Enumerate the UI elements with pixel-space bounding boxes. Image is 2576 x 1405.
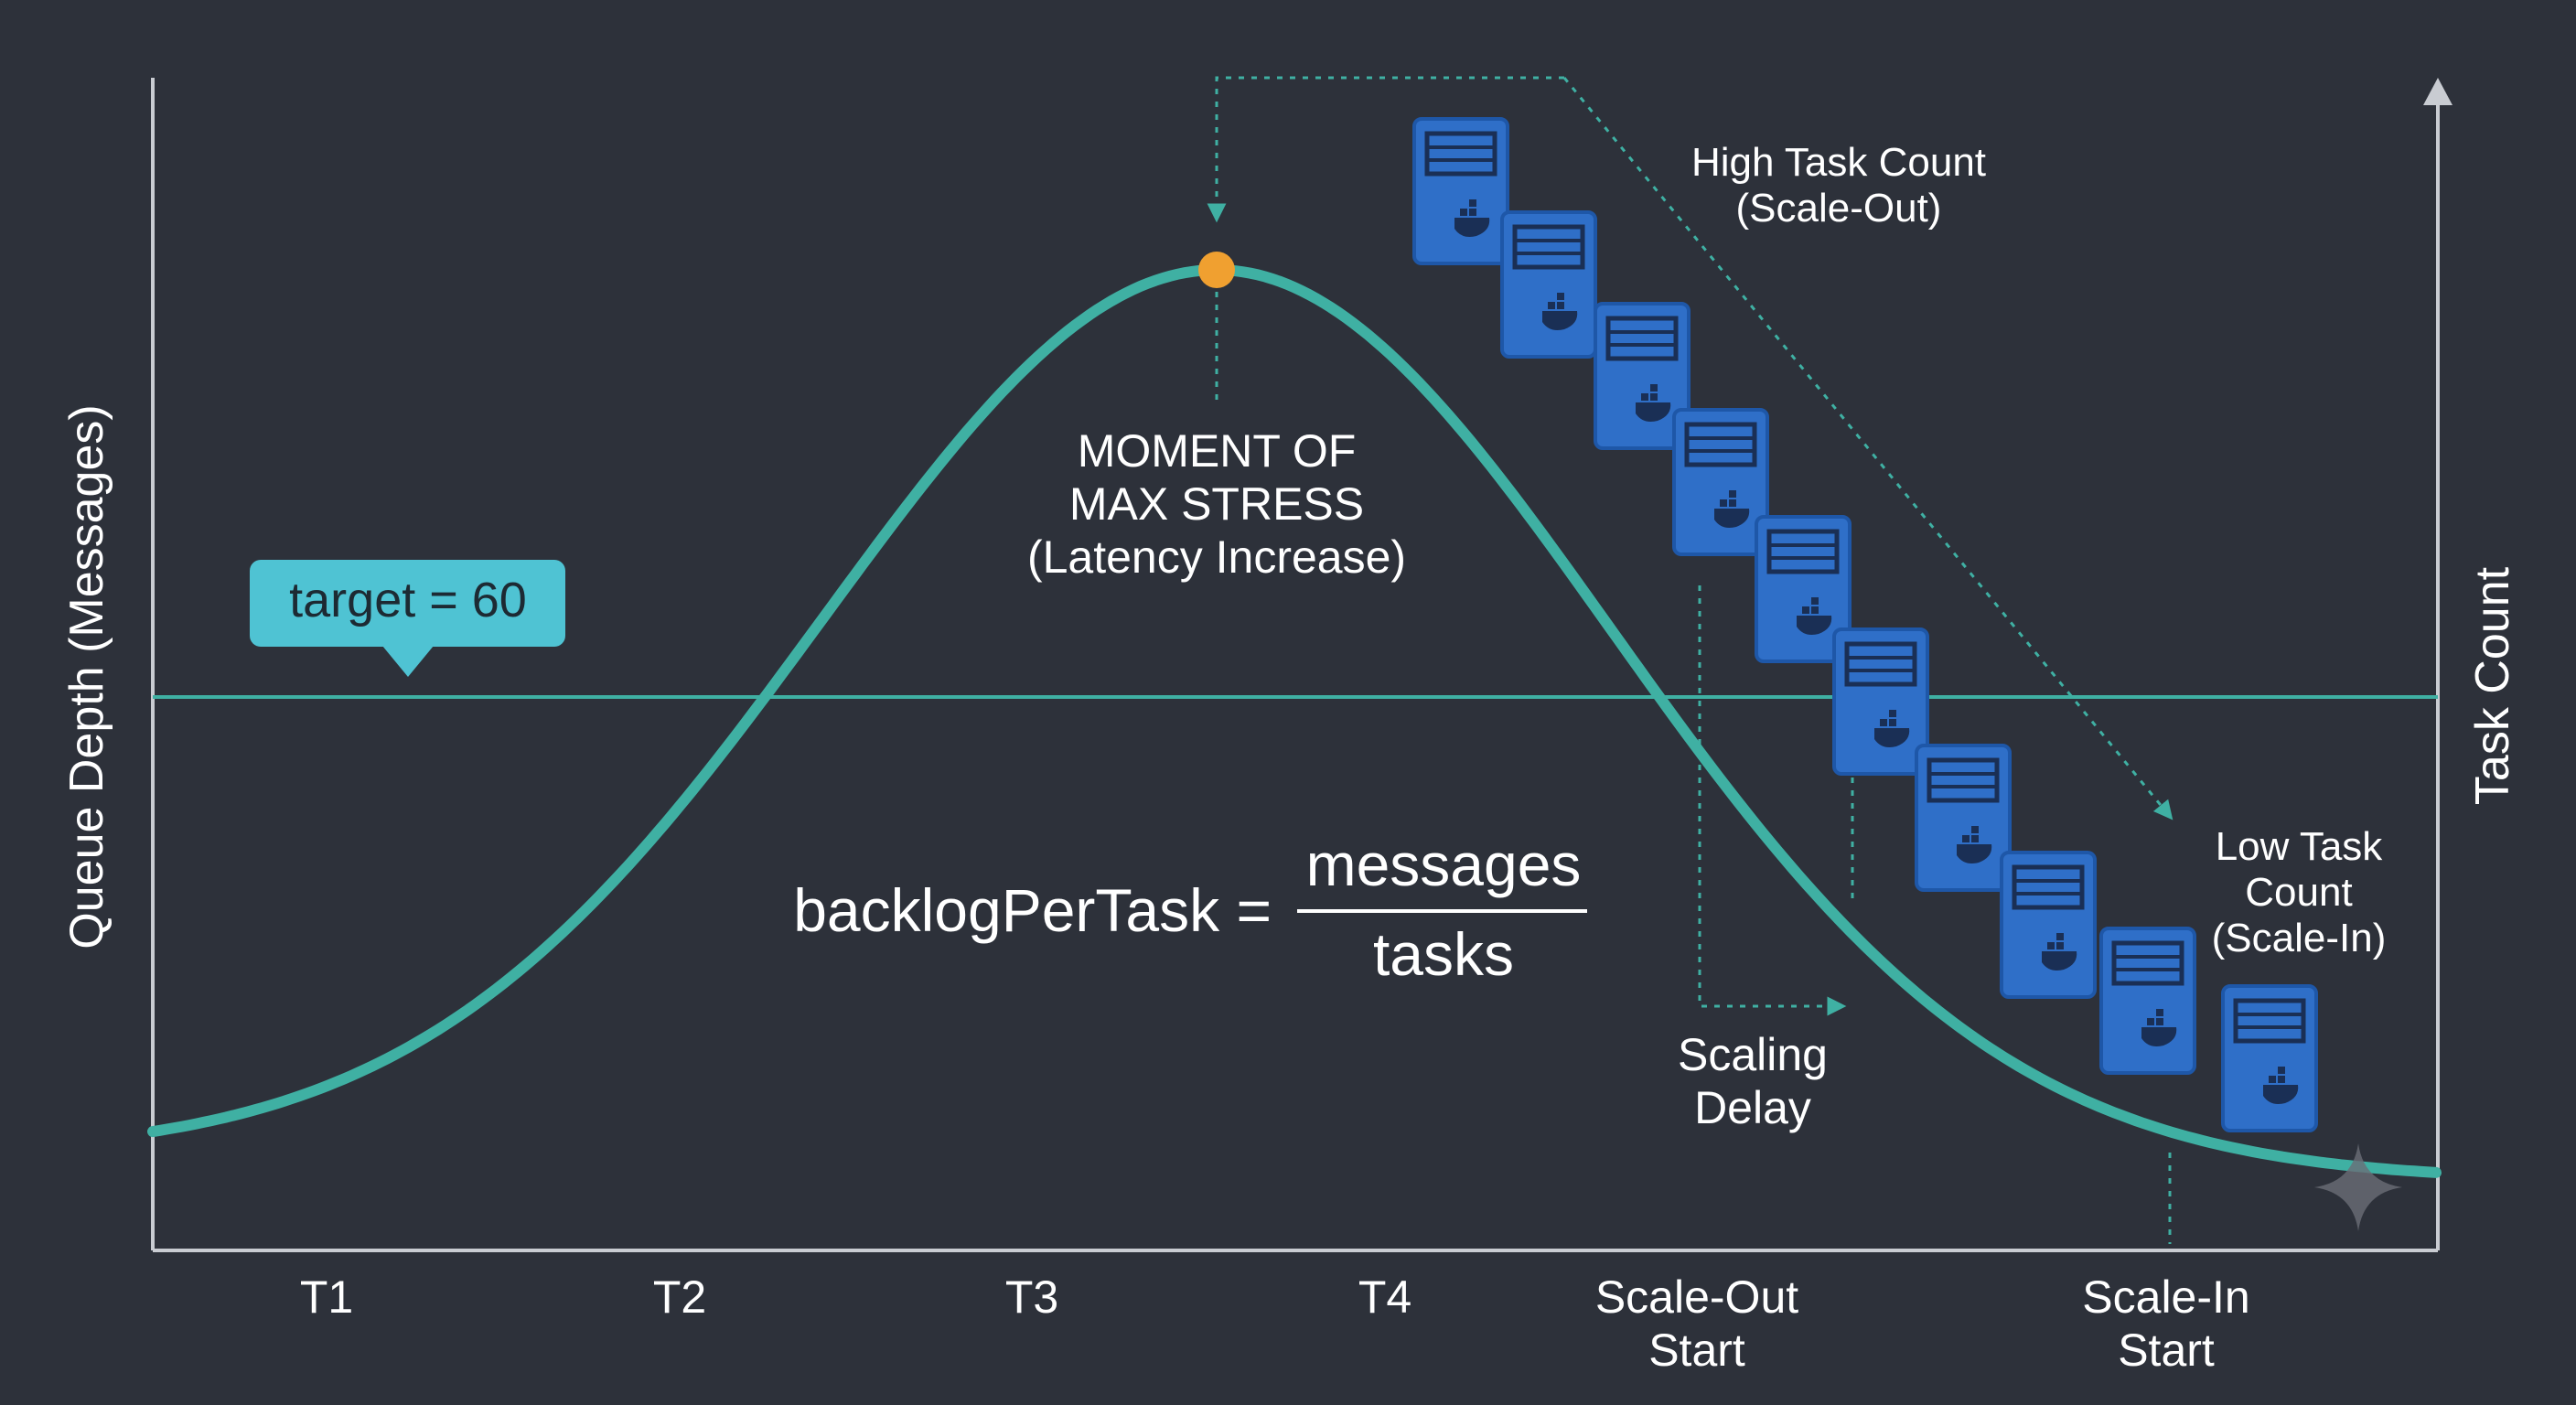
queue-depth-curve	[147, 263, 2442, 1178]
scaling-delay-arrow	[1698, 585, 1847, 1016]
peak-annotation-line-1: MOMENT OF	[1078, 425, 1357, 477]
target-badge: target = 60	[250, 560, 565, 677]
formula-numerator: messages	[1306, 831, 1582, 898]
task-trend-arrow	[1562, 77, 2168, 814]
high-task-line-1: High Task Count	[1691, 140, 1986, 185]
task-container-icon	[1755, 515, 1852, 663]
low-task-line-1: Low Task	[2216, 824, 2384, 869]
low-task-line-2: Count	[2245, 870, 2352, 915]
x-tick-label-scale-out-start: Start	[1648, 1325, 1745, 1376]
x-tick-label-t3: T3	[1005, 1271, 1058, 1323]
y2-axis-label: Task Count	[2466, 566, 2519, 805]
scaling-delay-line-2: Delay	[1694, 1082, 1811, 1133]
formula-lhs: backlogPerTask =	[793, 876, 1272, 944]
task-container-icon	[2221, 984, 2318, 1132]
peak-annotation-line-2: MAX STRESS	[1069, 478, 1364, 530]
peak-pointer-line	[1207, 76, 1564, 223]
y-axis-label: Queue Depth (Messages)	[60, 404, 113, 949]
x-tick-label-scale-in-start: Start	[2118, 1325, 2215, 1376]
x-tick-label-t1: T1	[300, 1271, 353, 1323]
low-task-annotation: Low Task Count (Scale-In)	[2212, 824, 2387, 960]
peak-dot	[1198, 252, 1235, 288]
task-container-icon	[1915, 744, 2012, 892]
task-container-icon	[1412, 117, 1509, 265]
task-icons	[1412, 117, 2318, 1132]
peak-annotation-line-3: (Latency Increase)	[1027, 531, 1406, 583]
backlog-formula: backlogPerTask = messages tasks	[793, 831, 1587, 988]
x-tick-label-scale-in-start: Scale-In	[2082, 1271, 2249, 1323]
peak-annotation: MOMENT OF MAX STRESS (Latency Increase)	[1027, 425, 1406, 583]
task-container-icon	[1832, 627, 1929, 776]
x-tick-label-t2: T2	[653, 1271, 706, 1323]
task-container-icon	[1500, 210, 1597, 359]
task-container-icon	[1672, 408, 1769, 556]
x-tick-label-scale-out-start: Scale-Out	[1595, 1271, 1798, 1323]
x-tick-label-t4: T4	[1358, 1271, 1411, 1323]
y-axis-right-arrow	[2423, 78, 2453, 105]
low-task-line-3: (Scale-In)	[2212, 916, 2387, 960]
task-container-icon	[1594, 302, 1690, 450]
formula-denominator: tasks	[1373, 920, 1514, 988]
high-task-line-2: (Scale-Out)	[1736, 186, 1942, 231]
target-label: target = 60	[289, 573, 527, 627]
sparkle-icon	[2314, 1143, 2402, 1231]
task-container-icon	[2000, 851, 2097, 999]
high-task-annotation: High Task Count (Scale-Out)	[1691, 140, 1986, 231]
task-container-icon	[2099, 927, 2196, 1075]
scaling-delay-line-1: Scaling	[1678, 1029, 1828, 1080]
scaling-delay-annotation: Scaling Delay	[1678, 1029, 1828, 1133]
